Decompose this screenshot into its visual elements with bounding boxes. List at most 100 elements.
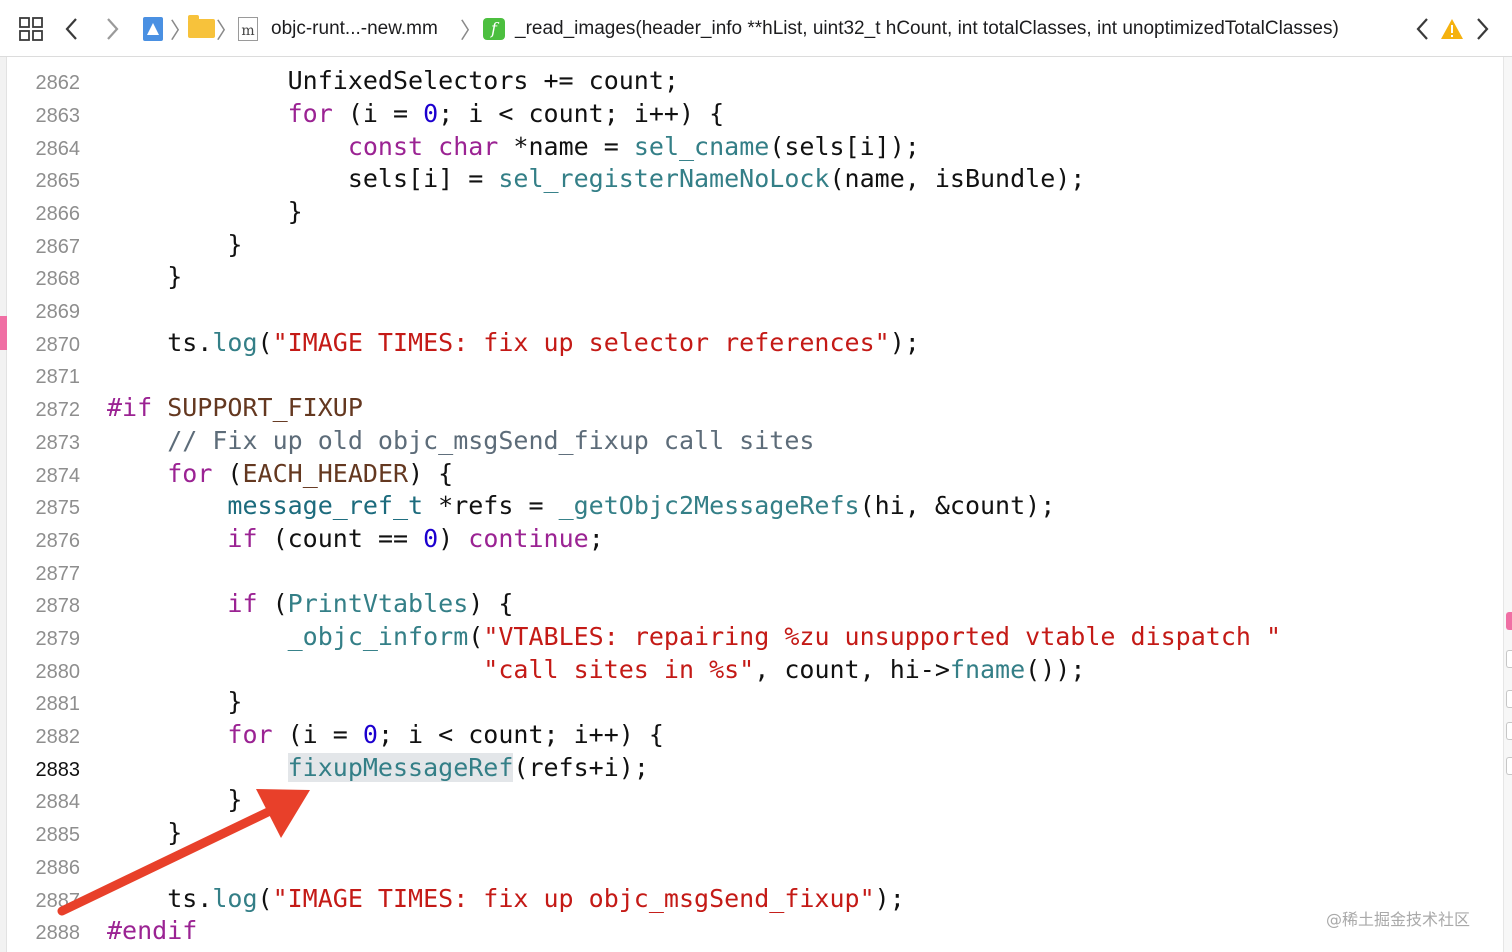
issue-marker[interactable] [1506,690,1512,708]
watermark: @稀土掘金技术社区 [1326,910,1471,929]
code-line[interactable]: } [107,687,243,716]
keyword: char [438,132,499,161]
keyword: if [227,524,258,553]
forward-arrow-icon[interactable] [103,0,121,57]
preprocessor-directive: #if [107,393,153,422]
breadcrumb-file[interactable]: objc-runt...-new.mm [271,17,438,39]
breadcrumb-separator-icon: 〉 [170,17,193,43]
function-name: _objc_inform [287,622,469,651]
function-name: sel_registerNameNoLock [498,164,830,193]
code-line[interactable]: message_ref_t *refs = _getObjc2MessageRe… [227,491,1056,520]
function-name: sel_cname [633,132,770,161]
identifier: PrintVtables [287,589,469,618]
function-icon[interactable]: f [483,0,505,57]
jump-bar: 〉 〉 m objc-runt...-new.mm 〉 f _read_imag… [0,0,1512,57]
line-number-current: 2883 [35,759,81,781]
line-number: 2865 [35,170,81,192]
code-line[interactable]: #if SUPPORT_FIXUP [107,393,363,423]
line-number: 2886 [35,857,81,879]
folder-icon[interactable] [188,0,215,57]
annotation-arrow-shaft [57,807,273,916]
line-number: 2885 [35,824,81,846]
number-literal: 0 [423,99,439,128]
line-number: 2874 [35,465,81,487]
related-items-icon[interactable] [18,0,44,57]
code-line[interactable]: } [107,262,183,291]
keyword: const [347,132,424,161]
line-number: 2881 [35,693,81,715]
code-line[interactable]: const char *name = sel_cname(sels[i]); [347,132,920,161]
code-line[interactable]: } [107,230,243,259]
code-line[interactable]: ts.log("IMAGE TIMES: fix up objc_msgSend… [107,884,905,913]
number-literal: 0 [362,720,378,749]
line-number: 2879 [35,628,81,650]
code-line[interactable]: } [107,197,303,226]
gutter-edge [0,57,7,952]
previous-issue-icon[interactable] [1414,0,1432,57]
code-line[interactable]: } [107,785,243,814]
type-name: message_ref_t [227,491,424,520]
function-name: _getObjc2MessageRefs [558,491,860,520]
code-line[interactable]: ts.log("IMAGE TIMES: fix up selector ref… [107,328,920,357]
line-number: 2867 [35,236,81,258]
issue-marker[interactable] [1506,650,1512,668]
preprocessor-macro: SUPPORT_FIXUP [152,393,363,422]
annotation-arrow-head [256,789,310,838]
number-literal: 0 [423,524,439,553]
code-line[interactable]: _objc_inform("VTABLES: repairing %zu uns… [287,622,1282,651]
vertical-scrollbar[interactable] [1503,57,1512,952]
preprocessor-directive: #endif [107,916,198,945]
keyword: for [287,99,333,128]
code-line[interactable]: for (EACH_HEADER) { [167,459,454,488]
code-line[interactable]: if (count == 0) continue; [227,524,604,553]
line-number: 2880 [35,661,81,683]
breadcrumb-separator-icon: 〉 [460,17,483,43]
code-line[interactable]: #endif [107,916,197,946]
line-number: 2866 [35,203,81,225]
code-line[interactable]: // Fix up old objc_msgSend_fixup call si… [107,426,814,456]
function-name: log [212,328,258,357]
keyword: for [227,720,273,749]
function-name: log [212,884,258,913]
line-number: 2870 [35,334,81,356]
line-number: 2888 [35,922,81,944]
code-line[interactable]: for (i = 0; i < count; i++) { [227,720,664,749]
line-number: 2875 [35,497,81,519]
warning-icon[interactable] [1440,0,1464,57]
code-line[interactable]: fixupMessageRef(refs+i); [287,753,649,782]
breadcrumb-separator-icon: 〉 [216,17,239,43]
file-icon[interactable]: m [238,0,258,57]
code-line[interactable]: } [107,818,183,847]
issue-marker[interactable] [1506,722,1512,740]
line-number: 2878 [35,595,81,617]
line-number: 2862 [35,72,81,94]
change-marker [0,316,7,350]
issue-marker[interactable] [1506,612,1512,630]
code-line[interactable]: "call sites in %s", count, hi->fname()); [483,655,1086,684]
string-literal: "IMAGE TIMES: fix up objc_msgSend_fixup" [272,884,875,913]
line-number: 2873 [35,432,81,454]
keyword: continue [468,524,589,553]
highlighted-call[interactable]: fixupMessageRef [287,753,514,782]
code-line[interactable]: if (PrintVtables) { [227,589,514,618]
back-arrow-icon[interactable] [63,0,81,57]
breadcrumb-function[interactable]: _read_images(header_info **hList, uint32… [515,17,1339,39]
line-number: 2882 [35,726,81,748]
line-number: 2869 [35,301,81,323]
next-issue-icon[interactable] [1473,0,1491,57]
issue-marker[interactable] [1506,757,1512,775]
macro-name: EACH_HEADER [242,459,409,488]
string-literal: "call sites in %s" [483,655,755,684]
string-literal: "VTABLES: repairing %zu unsupported vtab… [483,622,1282,651]
line-number: 2868 [35,268,81,290]
code-line[interactable]: for (i = 0; i < count; i++) { [287,99,725,128]
code-line[interactable]: sels[i] = sel_registerNameNoLock(name, i… [107,164,1086,193]
string-literal: "IMAGE TIMES: fix up selector references… [272,328,890,357]
code-comment: // Fix up old objc_msgSend_fixup call si… [167,426,815,455]
line-number: 2871 [35,366,81,388]
code-line[interactable]: UnfixedSelectors += count; [107,66,679,95]
project-icon[interactable] [142,0,164,57]
keyword: for [167,459,213,488]
line-number: 2864 [35,138,81,160]
line-number: 2872 [35,399,81,421]
